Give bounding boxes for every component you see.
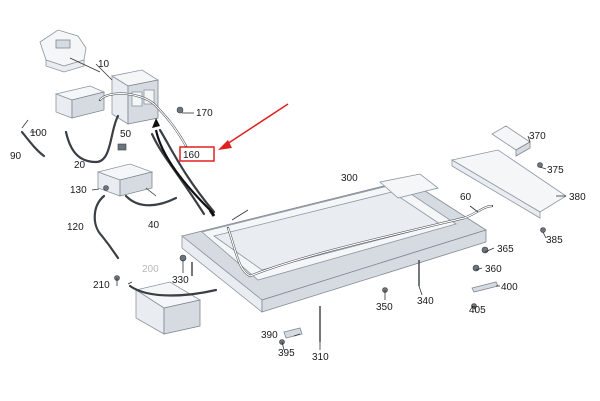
callout-310: 310	[312, 352, 329, 363]
callout-365: 365	[497, 244, 514, 255]
highlight-box	[179, 146, 215, 162]
part-10-cover	[39, 29, 87, 73]
callout-405: 405	[469, 305, 486, 316]
callout-380: 380	[569, 192, 586, 203]
callout-170: 170	[196, 108, 213, 119]
callout-385: 385	[546, 235, 563, 246]
part-100-module	[54, 85, 106, 119]
part-50-junction-box	[110, 69, 160, 125]
callout-360: 360	[485, 264, 502, 275]
callout-90: 90	[10, 151, 22, 162]
part-300-battery-pack	[181, 173, 494, 313]
callout-395: 395	[278, 348, 295, 359]
callout-120: 120	[67, 222, 84, 233]
cable-harness-left	[20, 92, 216, 260]
callout-40: 40	[148, 220, 160, 231]
callout-60: 60	[460, 192, 472, 203]
callout-100: 100	[30, 128, 47, 139]
callout-20: 20	[74, 160, 86, 171]
callout-370: 370	[529, 131, 546, 142]
callout-130: 130	[70, 185, 87, 196]
part-370-bracket	[491, 125, 531, 157]
direction-arrows	[152, 118, 216, 217]
callout-350: 350	[376, 302, 393, 313]
leader-lines	[21, 57, 566, 351]
part-380-underbody-panel	[450, 149, 567, 219]
callout-210: 210	[93, 280, 110, 291]
callout-160: 160	[183, 150, 200, 161]
highlight-marker	[179, 103, 289, 162]
callout-50: 50	[120, 129, 132, 140]
callout-330: 330	[172, 275, 189, 286]
callout-300: 300	[341, 173, 358, 184]
callout-400: 400	[501, 282, 518, 293]
callout-340: 340	[417, 296, 434, 307]
callout-200: 200	[142, 264, 159, 275]
callout-labels: 10 20 40 50 60 90 100 120 130 160 170 20…	[10, 59, 586, 363]
part-130-unit	[96, 163, 154, 197]
callout-10: 10	[98, 59, 110, 70]
callout-375: 375	[547, 165, 564, 176]
part-200-module	[128, 281, 218, 335]
callout-390: 390	[261, 330, 278, 341]
